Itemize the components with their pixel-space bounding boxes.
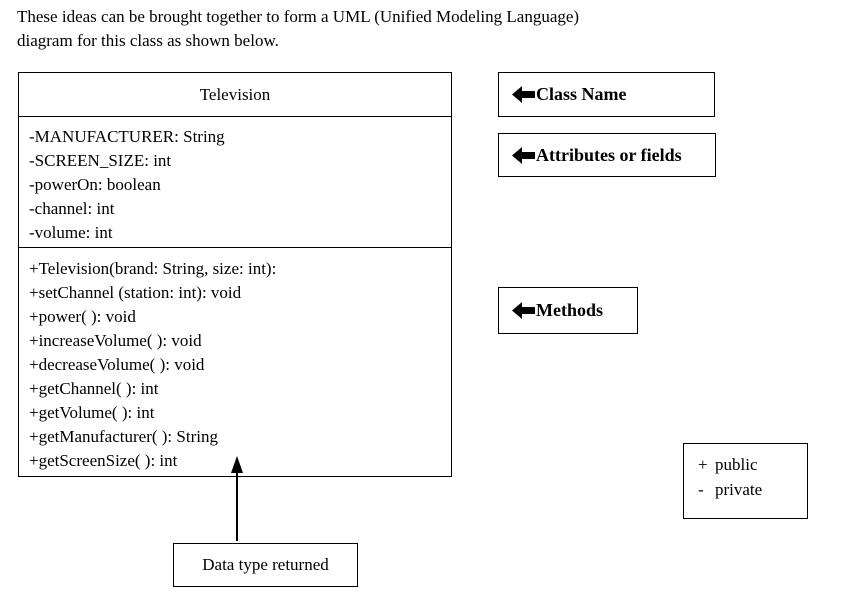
left-arrow-icon [512, 86, 535, 103]
attribute-item: -volume: int [29, 223, 113, 242]
attribute-item: -MANUFACTURER: String [29, 127, 225, 146]
method-item: +increaseVolume( ): void [29, 331, 202, 350]
callout-class-name: Class Name [498, 72, 715, 117]
intro-line-1: These ideas can be brought together to f… [17, 7, 580, 26]
method-item: +setChannel (station: int): void [29, 283, 242, 302]
public-label: public [715, 455, 758, 474]
data-type-label: Data type returned [202, 555, 329, 574]
intro-line-2: diagram for this class as shown below. [17, 31, 279, 50]
left-arrow-icon [512, 302, 535, 319]
method-item: +getScreenSize( ): int [29, 451, 178, 470]
private-symbol: - [698, 480, 704, 499]
visibility-legend-box: + public - private [683, 443, 808, 519]
attributes-section: -MANUFACTURER: String -SCREEN_SIZE: int … [19, 117, 451, 248]
attribute-item: -powerOn: boolean [29, 175, 161, 194]
private-label: private [715, 480, 763, 499]
legend-row-private: - private [698, 477, 807, 502]
method-item: +decreaseVolume( ): void [29, 355, 205, 374]
attribute-item: -channel: int [29, 199, 115, 218]
method-item: +Television(brand: String, size: int): [29, 259, 277, 278]
class-name-title: Television [19, 73, 451, 117]
legend-row-public: + public [698, 452, 807, 477]
callout-methods-label: Methods [536, 300, 603, 320]
public-symbol: + [698, 455, 708, 474]
callout-class-name-label: Class Name [536, 84, 627, 104]
method-item: +getChannel( ): int [29, 379, 159, 398]
uml-class-box: Television -MANUFACTURER: String -SCREEN… [18, 72, 452, 477]
callout-data-type-returned: Data type returned [173, 543, 358, 587]
attribute-item: -SCREEN_SIZE: int [29, 151, 172, 170]
methods-section: +Television(brand: String, size: int): +… [19, 248, 451, 473]
callout-attributes-label: Attributes or fields [536, 144, 682, 165]
callout-methods: Methods [498, 287, 638, 334]
method-item: +getManufacturer( ): String [29, 427, 218, 446]
method-item: +getVolume( ): int [29, 403, 155, 422]
intro-text: These ideas can be brought together to f… [17, 5, 579, 53]
left-arrow-icon [512, 146, 535, 164]
callout-attributes: Attributes or fields [498, 133, 716, 177]
method-item: +power( ): void [29, 307, 136, 326]
